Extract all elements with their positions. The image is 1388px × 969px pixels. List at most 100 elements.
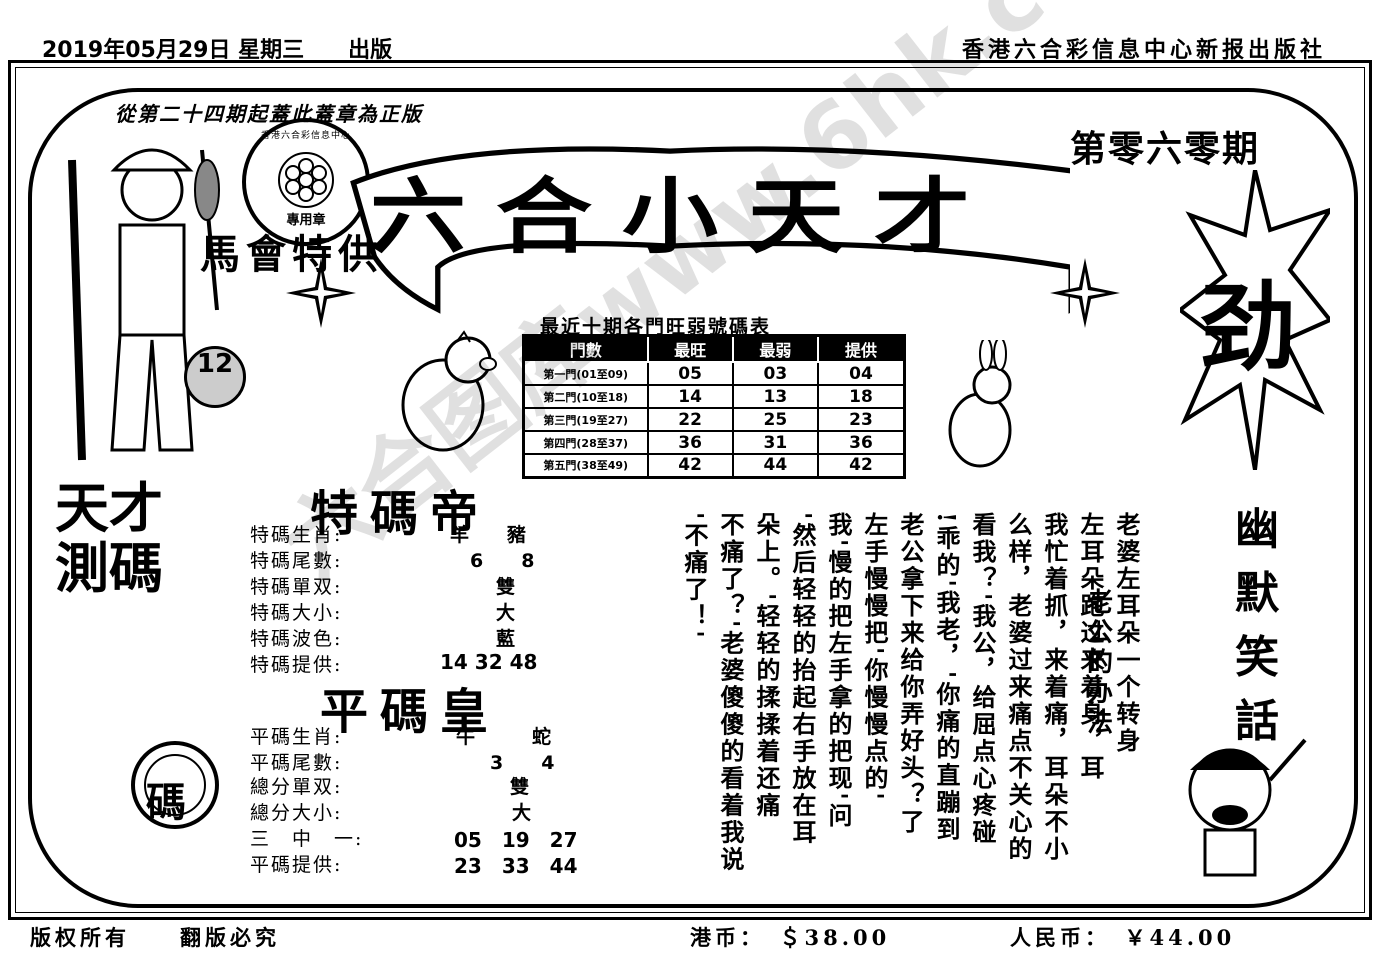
seal-flower-icon [278,152,334,208]
table-cell: 第二門(10至18) [522,384,649,409]
banner-title: 六合小天才 [370,168,1000,265]
row-value: 牛 蛇 [456,726,552,748]
table-header: 門數 [522,334,649,363]
row-value: 23 33 44 [454,854,578,878]
table-cell: 36 [816,430,906,455]
table-cell: 第四門(28至37) [522,430,649,455]
rmb-price: 人民币： ￥44.00 [1010,925,1236,950]
right-title-char: 幽 [1235,504,1279,555]
table-cell: 25 [731,407,819,432]
compass-star-icon [286,258,356,328]
row-value: 雙 [496,576,516,598]
right-title-char: 話 [1235,696,1279,747]
story-column: 么样，老婆过来痛点不关心的 [1004,512,1033,863]
starburst-icon [1180,170,1330,470]
story-column: 左手慢慢把'你慢慢点的' [860,512,889,803]
pingma-row: 三 中 一:05 19 27 [250,824,590,852]
temaka-row: 特碼尾數: 6 8 [250,546,590,572]
right-title-char: 默 [1235,568,1279,619]
issue-number: 第零六零期 [1070,128,1261,170]
row-value: 05 19 27 [454,828,578,852]
table-cell: 04 [816,361,906,386]
flower-badge-icon [131,741,219,829]
joke-story: 老婆左耳朵一个转身 左耳朵跑过来着身，耳 我忙着抓，来着痛，耳朵不小 么样，老婆… [676,512,1144,902]
story-column: 老婆左耳朵一个转身 [1112,512,1141,755]
inner-rounded-frame [28,88,1358,908]
story-column: 老公拿下来给你弄好头？了 [896,512,925,836]
hunter-cartoon-icon [68,148,220,461]
row-label: 特碼波色: [250,628,343,650]
number-ball: 12 [184,346,246,408]
table-cell: 18 [816,384,906,409]
table-header: 最弱 [731,334,819,363]
right-title-char: 笑 [1235,632,1279,683]
right-vertical-title: 幽 默 笑 話 [1192,498,1322,754]
row-value: 雙 [510,776,530,798]
story-column: '然后轻轻的抬起右手放在耳 [788,512,817,847]
temaka-row: 特碼單双: 雙 [250,572,590,598]
issue-date: 2019年05月29日 星期三 出版 [42,38,393,63]
hk-price: 港币： ＄38.00 [690,925,891,950]
table-cell: 42 [646,453,734,478]
story-column: 朵上。'轻轻的揉揉着还痛 [752,512,781,820]
table-cell: 05 [646,361,734,386]
temaka-row: 特碼波色: 藍 [250,624,590,650]
story-column: 看我？'我公，给屈点心疼碰 [968,512,997,847]
row-label: 平碼生肖: [250,726,343,748]
official-seal: 香港六合彩信息中心 專用章 [242,118,370,246]
row-value: 3 4 [490,752,555,774]
table-header: 最旺 [646,334,734,363]
table-cell: 22 [646,407,734,432]
row-value: 6 8 [470,550,535,572]
table-cell: 31 [731,430,819,455]
publisher-name: 香港六合彩信息中心新报出版社 [961,37,1326,63]
badge-character: 碼 [146,779,186,826]
table-cell: 03 [731,361,819,386]
row-value: 大 [512,802,532,824]
ball-number: 12 [196,349,234,379]
page-frame [8,60,1372,920]
table-cell: 44 [731,453,819,478]
row-value: 14 32 48 [440,650,538,674]
stamp-note: 從第二十四期起蓋此蓋章為正版 [115,102,423,126]
temaka-row: 特碼大小:大 [250,598,590,624]
table-cell: 14 [646,384,734,409]
table-cell: 第一門(01至09) [522,361,649,386]
row-label: 平碼提供: [250,854,343,876]
table-cell: 36 [646,430,734,455]
seal-ring-text: 香港六合彩信息中心 [260,131,351,141]
table-cell: 42 [816,453,906,478]
seal-text: 專用章 [286,213,326,228]
row-label: 特碼生肖: [250,524,343,546]
gate-number-table: 門數 最旺 最弱 提供 第一門(01至09) 05 03 04 第二門(10至1… [522,334,906,479]
table-cell: 第三門(19至27) [522,407,649,432]
pig-icon [401,330,497,452]
row-label: 特碼單双: [250,576,343,598]
table-row: 第三門(19至27) 22 25 23 [522,407,906,432]
table-row: 第一門(01至09) 05 03 04 [522,361,906,386]
table-cell: 13 [731,384,819,409]
burst-character: 劲 [1200,271,1296,384]
pingma-row: 平碼生肖: 牛 蛇 [250,722,590,748]
pirate-cartoon-icon [1188,738,1307,877]
story-column: !乖的'我老，'你痛的直蹦到 [932,512,961,844]
row-label: 平碼尾數: [250,752,343,774]
story-column: 左耳朵跑过来着身，耳 [1076,512,1105,782]
banner-ribbon [350,146,1070,314]
copyright-notice: 版权所有 翻版必究 [30,925,280,950]
temaka-row: 特碼生肖: 羊 豬 [250,520,590,546]
table-title: 最近十期各門旺弱號碼表 [540,316,772,338]
pingma-row: 總分單双: 雙 [250,772,590,798]
row-value: 藍 [496,628,516,650]
table-row: 第五門(38至49) 42 44 42 [522,453,906,478]
row-value: 羊 豬 [450,524,527,546]
story-title: 老公的办法 [1086,588,1113,738]
banner-subtitle: 馬會特供 [200,231,384,278]
left-vertical-title: 天才測碼 [55,476,163,600]
pingma-title: 平碼皇 [320,684,501,740]
row-label: 特碼尾數: [250,550,343,572]
rabbit-icon [948,340,1012,468]
story-column: 我忙着抓，来着痛，耳朵不小 [1040,512,1069,863]
row-label: 總分單双: [250,776,343,798]
table-row: 第四門(28至37) 36 31 36 [522,430,906,455]
